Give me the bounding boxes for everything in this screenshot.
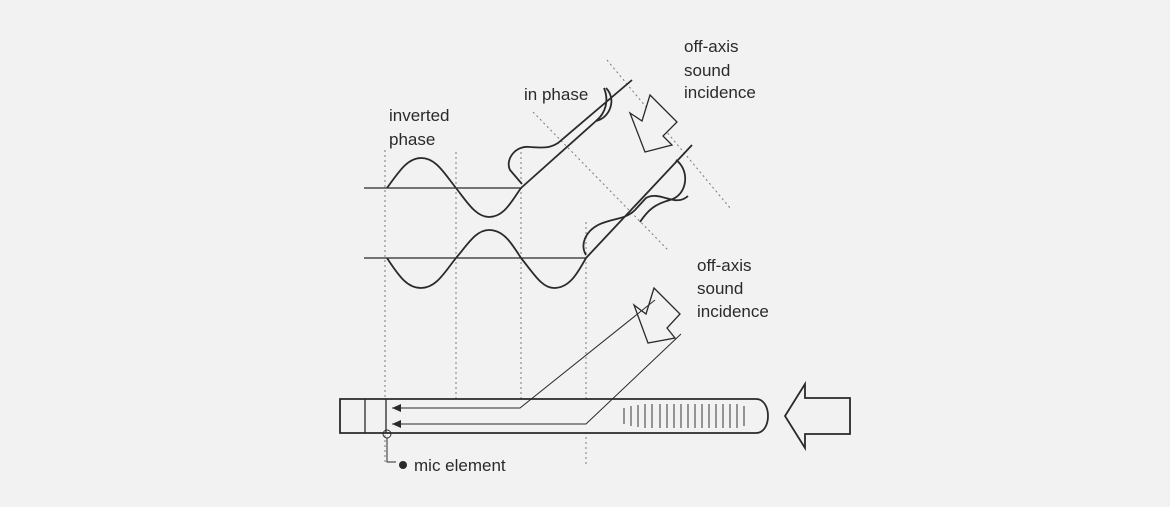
vertical-guides [384,150,587,465]
mic-element-marker [382,429,407,469]
label-in-phase: in phase [524,85,588,104]
upper-wiggle [595,87,613,122]
mid-arrow-shape [632,286,681,344]
on-axis-arrow-icon [783,380,851,452]
upper-wave [364,79,633,218]
path-upper [392,299,656,409]
lower-diagonal [582,144,693,259]
label-phase: phase [389,130,435,149]
label-off-axis-top-2: sound [684,61,730,80]
label-inverted: inverted [389,106,449,125]
lower-wave [364,144,693,289]
label-off-axis-top-3: incidence [684,83,756,102]
arrowhead-lower-icon [392,420,401,428]
path-lower [392,333,682,425]
microphone-tube [339,398,769,434]
sound-paths [392,299,682,428]
label-off-axis-top-1: off-axis [684,37,739,56]
lower-wiggle [639,159,686,223]
wavefront-line-inner [532,111,669,251]
wavefront-guides [532,59,731,251]
top-arrow-shape [628,93,678,153]
tube-body [339,398,769,434]
mid-off-axis-arrow-icon [632,286,681,344]
label-off-axis-mid-1: off-axis [697,256,752,275]
arrowhead-upper-icon [392,404,401,412]
mic-element-leader [386,438,396,463]
on-axis-arrow-shape [783,380,851,452]
label-mic-element: mic element [414,456,506,475]
tube-slots [623,404,745,428]
label-off-axis-mid-2: sound [697,279,743,298]
labels: inverted phase in phase off-axis sound i… [389,37,769,475]
upper-sine [386,157,522,218]
top-off-axis-arrow-icon [628,93,678,153]
label-off-axis-mid-3: incidence [697,302,769,321]
mic-element-bullet-icon [399,461,407,469]
lower-sine [386,229,587,289]
wavefront-line-outer [606,59,731,209]
